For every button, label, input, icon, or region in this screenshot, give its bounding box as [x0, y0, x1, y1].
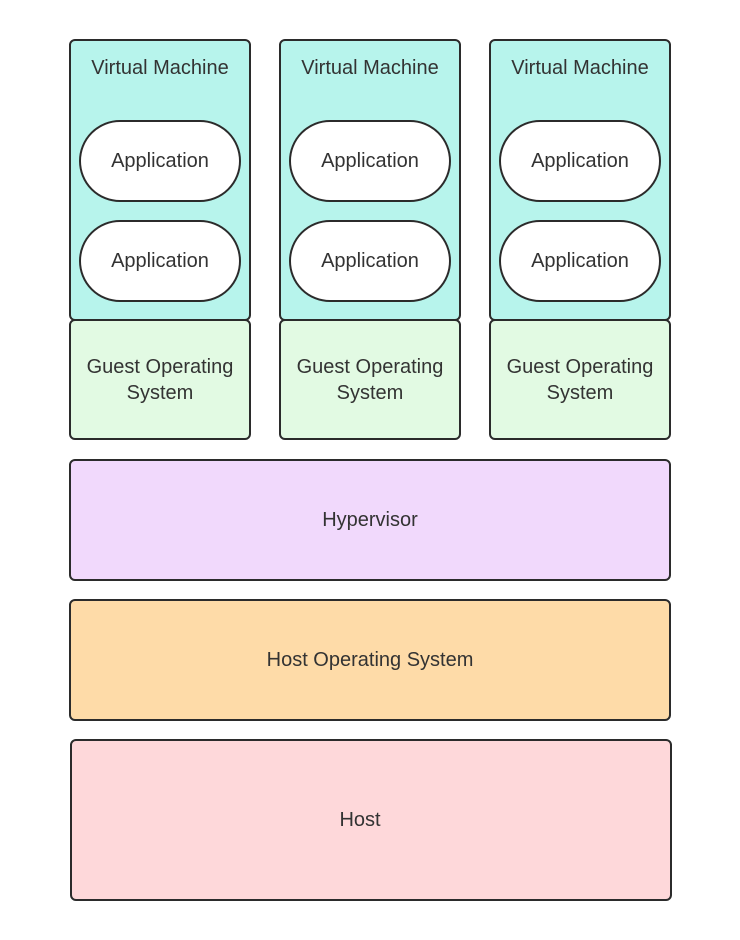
virtual-machine-1: Virtual Machine Application Application — [69, 39, 251, 321]
guest-os-3: Guest Operating System — [489, 319, 671, 440]
host-os-label: Host Operating System — [266, 648, 474, 671]
application-node: Application — [499, 120, 661, 202]
application-node: Application — [289, 220, 451, 302]
hypervisor-label: Hypervisor — [322, 508, 418, 531]
virtual-machine-title: Virtual Machine — [91, 57, 229, 79]
host-layer: Host — [70, 739, 672, 901]
virtual-machine-3: Virtual Machine Application Application — [489, 39, 671, 321]
application-node: Application — [79, 120, 241, 202]
application-node: Application — [499, 220, 661, 302]
virtual-machine-title: Virtual Machine — [301, 57, 439, 79]
guest-os-2: Guest Operating System — [279, 319, 461, 440]
virtual-machine-title: Virtual Machine — [511, 57, 649, 79]
virtual-machine-2: Virtual Machine Application Application — [279, 39, 461, 321]
host-label: Host — [339, 808, 381, 831]
guest-os-1: Guest Operating System — [69, 319, 251, 440]
application-node: Application — [289, 120, 451, 202]
hypervisor-layer: Hypervisor — [69, 459, 671, 581]
host-os-layer: Host Operating System — [69, 599, 671, 721]
application-node: Application — [79, 220, 241, 302]
